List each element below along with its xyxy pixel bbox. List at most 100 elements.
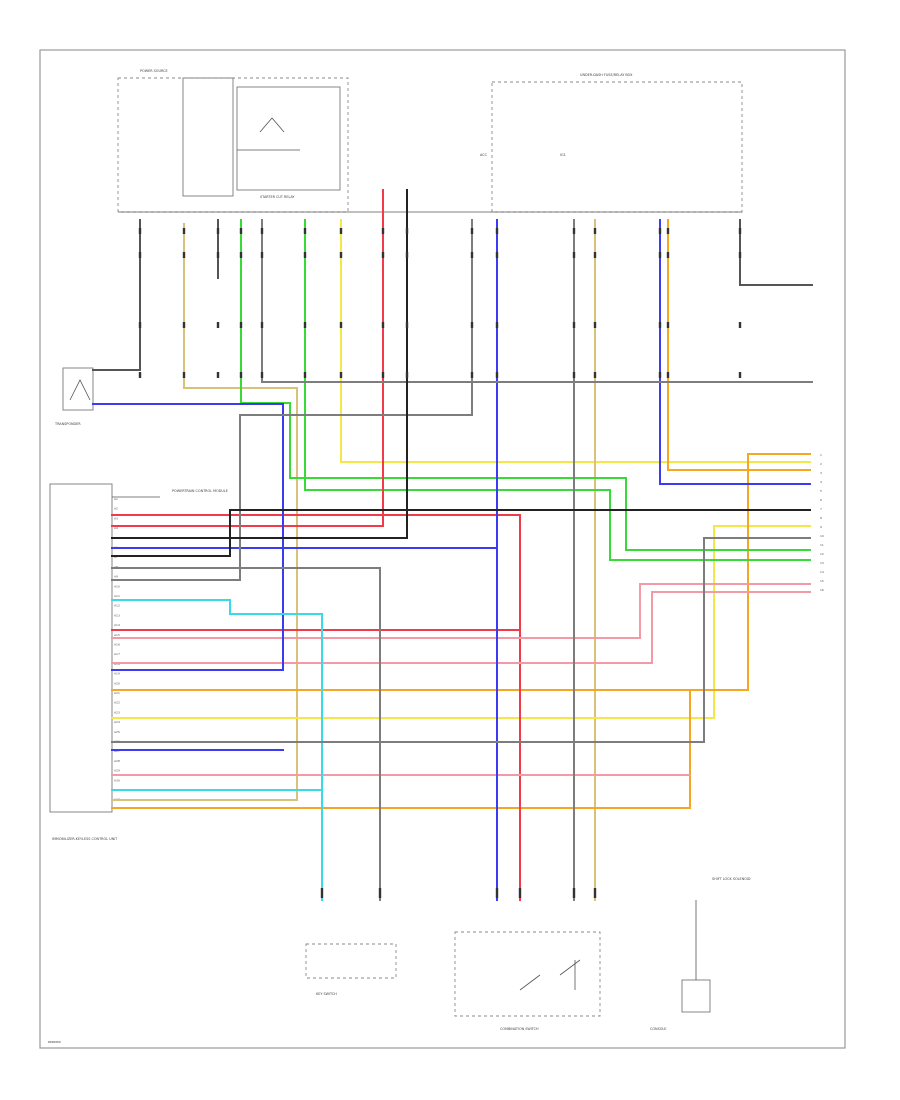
keyless-pin-label: A23	[114, 710, 120, 714]
right-pin-label: 2	[820, 462, 822, 466]
wire-yellow-2	[111, 525, 811, 719]
connector-marker	[738, 228, 742, 234]
right-pin-label: 16	[820, 588, 824, 592]
connector-marker	[260, 372, 264, 378]
keyless-pin-label: A17	[114, 652, 120, 656]
connector-marker	[381, 322, 385, 328]
keyless-control-unit	[49, 483, 113, 813]
connector-marker	[320, 888, 324, 898]
keyless-pin-label: A24	[114, 720, 120, 724]
wire-green-2	[304, 219, 811, 561]
connector-marker	[381, 372, 385, 378]
right-pin-label: 11	[820, 543, 824, 547]
right-pin-label: 10	[820, 534, 824, 538]
connector-marker	[138, 228, 142, 234]
wire-gray-2	[111, 219, 473, 581]
connector-marker	[303, 228, 307, 234]
wire-gray-1	[261, 219, 813, 383]
keyless-pin-label: A1	[114, 497, 118, 501]
connector-marker	[495, 888, 499, 898]
connector-marker	[572, 372, 576, 378]
connector-marker	[239, 252, 243, 258]
connector-marker	[593, 322, 597, 328]
connector-marker	[216, 322, 220, 328]
key-switch-box	[305, 943, 397, 979]
wire-red-1	[111, 189, 384, 527]
top-components: POWER SOURCE UNDER-DASH FUSE/RELAY BOX S…	[117, 69, 743, 213]
connector-marker	[339, 252, 343, 258]
keyless-pin-label: A12	[114, 604, 120, 608]
connector-marker	[593, 228, 597, 234]
connector-marker	[658, 252, 662, 258]
connector-marker	[182, 252, 186, 258]
connector-marker	[470, 252, 474, 258]
connector-marker	[495, 252, 499, 258]
connector-marker	[658, 322, 662, 328]
connector-marker	[239, 372, 243, 378]
connector-marker	[666, 252, 670, 258]
connector-marker	[239, 228, 243, 234]
keyless-pin-label: A8	[114, 565, 118, 569]
under-dash-fuse-box	[491, 81, 743, 213]
connector-marker	[216, 252, 220, 258]
ignition-switch-box	[182, 77, 234, 197]
acc-label: ACC	[480, 153, 488, 157]
under-dash-label: UNDER-DASH FUSE/RELAY BOX	[580, 73, 633, 77]
connector-marker	[138, 252, 142, 258]
keyless-pin-label: A27	[114, 749, 120, 753]
keyless-pin-label: A13	[114, 613, 120, 617]
wire-black-1	[111, 189, 408, 539]
wire-black-2	[111, 509, 811, 557]
connector-marker	[260, 228, 264, 234]
wire-cyan-1	[111, 599, 323, 901]
connector-marker	[381, 252, 385, 258]
right-pin-label: 7	[820, 507, 822, 511]
connector-marker	[303, 252, 307, 258]
connector-marker	[260, 252, 264, 258]
connector-marker	[405, 322, 409, 328]
connector-marker	[572, 252, 576, 258]
transponder-box	[62, 367, 94, 411]
connector-marker	[738, 322, 742, 328]
wire-orange-3	[111, 689, 691, 809]
connector-marker	[303, 322, 307, 328]
connector-marker	[572, 228, 576, 234]
keyless-pin-label: A15	[114, 633, 120, 637]
connector-marker	[593, 888, 597, 898]
shift-lock-box	[681, 979, 711, 1013]
connector-marker	[593, 252, 597, 258]
keyless-pin-label: A28	[114, 759, 120, 763]
keyless-pin-label: A14	[114, 623, 120, 627]
connector-marker	[216, 372, 220, 378]
wire-yellow-1	[340, 219, 811, 463]
connector-marker	[303, 372, 307, 378]
connector-marker	[666, 372, 670, 378]
wire-pink-1	[111, 583, 811, 639]
wires	[92, 189, 813, 901]
connector-marker	[239, 322, 243, 328]
right-pin-label: 6	[820, 498, 822, 502]
combination-switch-label: COMBINATION SWITCH	[500, 1027, 539, 1031]
keyless-pin-label: A4	[114, 526, 118, 530]
connector-marker	[495, 372, 499, 378]
keyless-pin-label: A3	[114, 516, 118, 520]
wire-tan-1	[111, 223, 298, 801]
wire-black-3	[92, 219, 141, 371]
right-pin-label: 8	[820, 516, 822, 520]
right-pin-label: 15	[820, 579, 824, 583]
connector-marker	[518, 888, 522, 898]
connector-marker	[405, 252, 409, 258]
wire-black-5	[739, 219, 813, 286]
wire-blue-4	[659, 219, 811, 485]
keyless-pin-label: A21	[114, 691, 120, 695]
connector-marker	[182, 372, 186, 378]
connector-marker	[339, 228, 343, 234]
connector-marker	[260, 322, 264, 328]
keyless-pin-label: A30	[114, 778, 120, 782]
console-label: CONSOLE	[650, 1027, 666, 1031]
wire-gray-3	[111, 537, 811, 743]
connector-marker	[470, 372, 474, 378]
keyless-pin-label: A11	[114, 594, 120, 598]
keyless-pin-label: A29	[114, 769, 120, 773]
